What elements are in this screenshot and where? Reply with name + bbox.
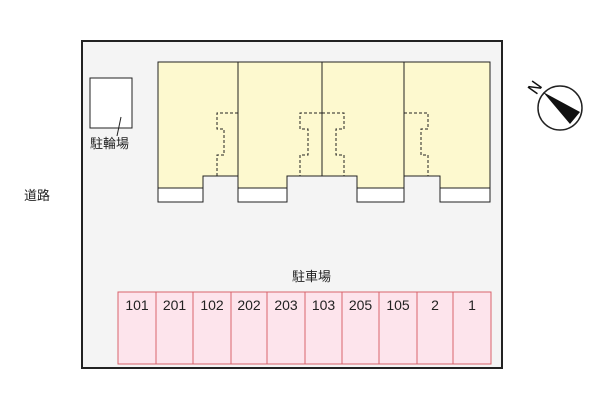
balcony: [157, 187, 204, 203]
balcony: [356, 187, 405, 203]
bicycle-shed: [89, 77, 133, 129]
balcony: [439, 187, 491, 203]
parking-space: [341, 291, 380, 365]
building-outline: [157, 61, 491, 189]
parking-space: [266, 291, 306, 365]
parking-space: [230, 291, 268, 365]
stairs-outline: [404, 112, 429, 176]
parking-label: 駐車場: [292, 270, 331, 285]
bicycle-shed-leader: [116, 116, 122, 137]
parking-space: [416, 291, 454, 365]
parking-space: [155, 291, 194, 365]
parking-space-label: 203: [274, 297, 298, 313]
apartment-building: [157, 61, 491, 203]
stairs-outline: [299, 112, 322, 176]
compass: N: [524, 77, 583, 131]
stairs-outline: [216, 112, 238, 176]
parking-space-label: 105: [386, 297, 410, 313]
balcony: [237, 187, 288, 203]
parking-space-label: 1: [468, 297, 476, 313]
parking-space: [117, 291, 157, 365]
parking-space-label: 102: [200, 297, 224, 313]
parking-space: [452, 291, 492, 365]
stairs-outline: [322, 112, 345, 176]
parking-space-label: 101: [125, 297, 149, 313]
parking-space-label: 103: [312, 297, 336, 313]
parking-space: [304, 291, 343, 365]
parking-space-label: 202: [237, 297, 261, 313]
bicycle-parking-label: 駐輪場: [90, 136, 129, 152]
parking-lot: 101 201 102 202 203 103 205 105 2 1: [117, 291, 492, 365]
parking-space-label: 205: [349, 297, 373, 313]
parking-space-label: 201: [163, 297, 187, 313]
parking-space-label: 2: [431, 297, 439, 313]
compass-needle-icon: [543, 92, 580, 124]
parking-space: [192, 291, 232, 365]
road-label: 道路: [24, 188, 50, 204]
